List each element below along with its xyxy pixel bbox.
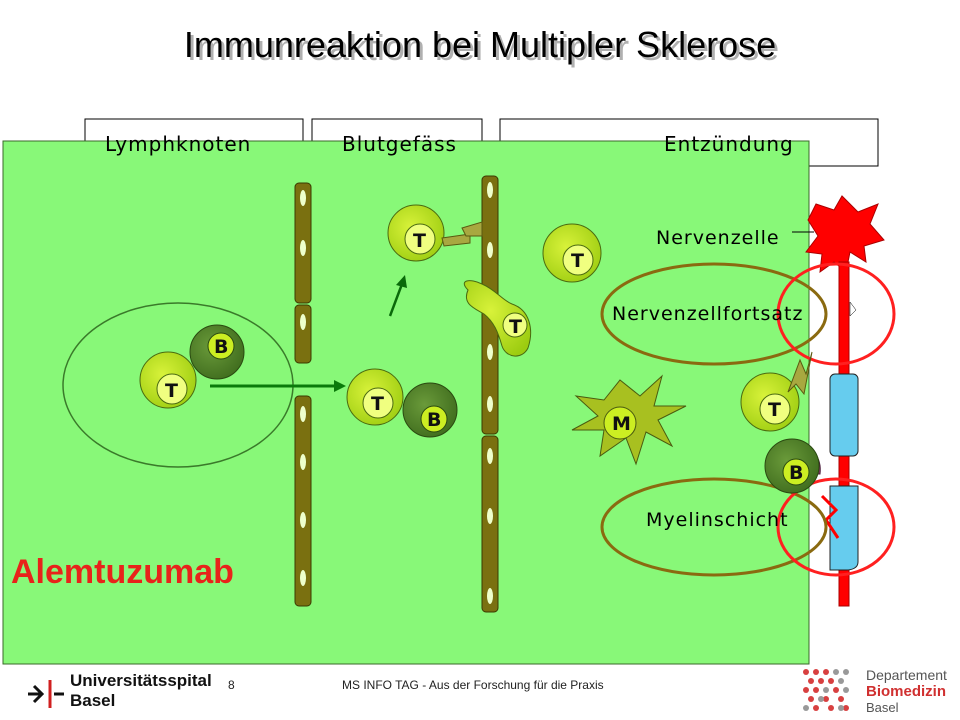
page-number: 8 — [228, 678, 235, 692]
department-line-3: Basel — [866, 700, 899, 715]
t-cell-tissue: T — [542, 223, 602, 283]
drug-label: Alemtuzumab — [11, 553, 234, 591]
nerve-process-ellipse-brown — [600, 262, 828, 366]
nerve-process-ellipse-red — [776, 262, 896, 366]
header-blood: Blutgefäss — [342, 132, 457, 156]
cell-letter-t: T — [571, 250, 584, 272]
myelin-sheath — [820, 373, 859, 571]
t-cell-adhering: T — [387, 204, 483, 262]
b-cell-lymph: B — [189, 324, 245, 380]
neuron — [805, 195, 885, 607]
label-myelin: Myelinschicht — [646, 509, 789, 531]
footer-text: MS INFO TAG - Aus der Forschung für die … — [342, 678, 604, 692]
cell-letter-m: M — [612, 413, 631, 435]
university-name: Universitätsspital — [70, 671, 212, 690]
cell-letter-t: T — [413, 230, 426, 252]
cell-letter-b: B — [427, 409, 441, 431]
header-inflammation: Entzündung — [664, 132, 794, 156]
t-cell-transmigrating: T — [463, 280, 532, 357]
myelin-ellipse-red — [776, 477, 896, 577]
label-nerve-process: Nervenzellfortsatz — [612, 303, 803, 325]
university-city: Basel — [70, 691, 116, 710]
macrophage: M — [571, 374, 687, 466]
label-nerve-cell: Nervenzelle — [656, 227, 780, 249]
department-logo-icon — [803, 669, 849, 711]
cell-letter-t: T — [165, 380, 178, 402]
t-cell-vessel: T — [346, 368, 404, 426]
department-line-2: Biomedizin — [866, 683, 947, 700]
t-cell-lymph: T — [139, 351, 197, 409]
cell-letter-t: T — [768, 399, 781, 421]
header-lymph: Lymphknoten — [105, 132, 251, 156]
university-logo-icon — [28, 680, 64, 708]
cell-letter-t: T — [509, 316, 522, 338]
vessel-left-wall — [294, 182, 312, 607]
upward-arrow — [388, 275, 407, 317]
slide-title: Immunreaktion bei Multipler Sklerose — [183, 24, 777, 65]
cell-letter-t: T — [371, 393, 384, 415]
vessel-right-wall — [481, 175, 499, 613]
b-cell-vessel: B — [402, 382, 458, 438]
t-cell-attacking: T — [740, 351, 813, 432]
department-line-1: Departement — [866, 667, 947, 683]
cell-letter-b: B — [214, 336, 228, 358]
cell-letter-b: B — [789, 462, 803, 484]
myelin-ellipse-brown — [600, 477, 828, 577]
b-cell-attacking: B — [764, 438, 821, 494]
migration-arrow — [210, 380, 346, 392]
